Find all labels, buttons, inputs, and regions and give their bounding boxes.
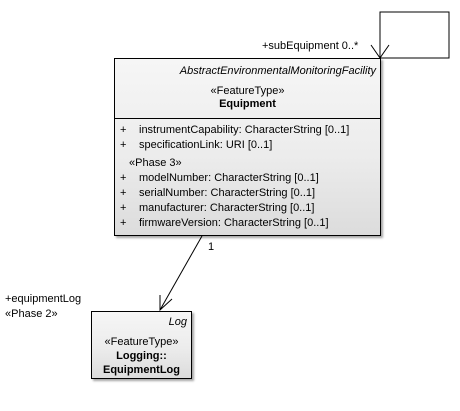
equipment-stereotype: «FeatureType»	[210, 85, 285, 97]
sub-equipment-association-line	[379, 11, 450, 59]
phase3-section-label: «Phase 3»	[129, 157, 182, 169]
equipment-compartment-divider	[115, 118, 380, 119]
log-class-name: EquipmentLog	[103, 364, 180, 376]
log-package-name: Logging::	[116, 350, 167, 362]
equipment-class-name: Equipment	[219, 98, 276, 110]
attribute-row: +firmwareVersion: CharacterString [0..1]	[120, 217, 329, 229]
equipment-class[interactable]: AbstractEnvironmentalMonitoringFacility …	[114, 58, 381, 236]
source-multiplicity-label: 1	[208, 241, 215, 253]
attribute-row: +specificationLink: URI [0..1]	[120, 139, 273, 151]
equipment-log-stereotype-label: «Phase 2»	[5, 308, 58, 320]
log-stereotype: «FeatureType»	[104, 336, 179, 348]
attribute-row: +instrumentCapability: CharacterString […	[120, 124, 350, 136]
sub-equipment-role-label: +subEquipment 0..*	[262, 40, 359, 52]
equipment-parent-name: AbstractEnvironmentalMonitoringFacility	[179, 65, 376, 77]
equipment-log-arrowhead	[159, 295, 173, 312]
attribute-row: +manufacturer: CharacterString [0..1]	[120, 202, 315, 214]
equipment-log-role-label: +equipmentLog	[5, 293, 82, 305]
attribute-row: +modelNumber: CharacterString [0..1]	[120, 172, 319, 184]
equipment-log-class[interactable]: Log «FeatureType» Logging:: EquipmentLog	[91, 311, 192, 379]
equipment-log-association-line	[159, 235, 203, 311]
log-parent-name: Log	[168, 316, 187, 328]
attribute-row: +serialNumber: CharacterString [0..1]	[120, 187, 316, 199]
